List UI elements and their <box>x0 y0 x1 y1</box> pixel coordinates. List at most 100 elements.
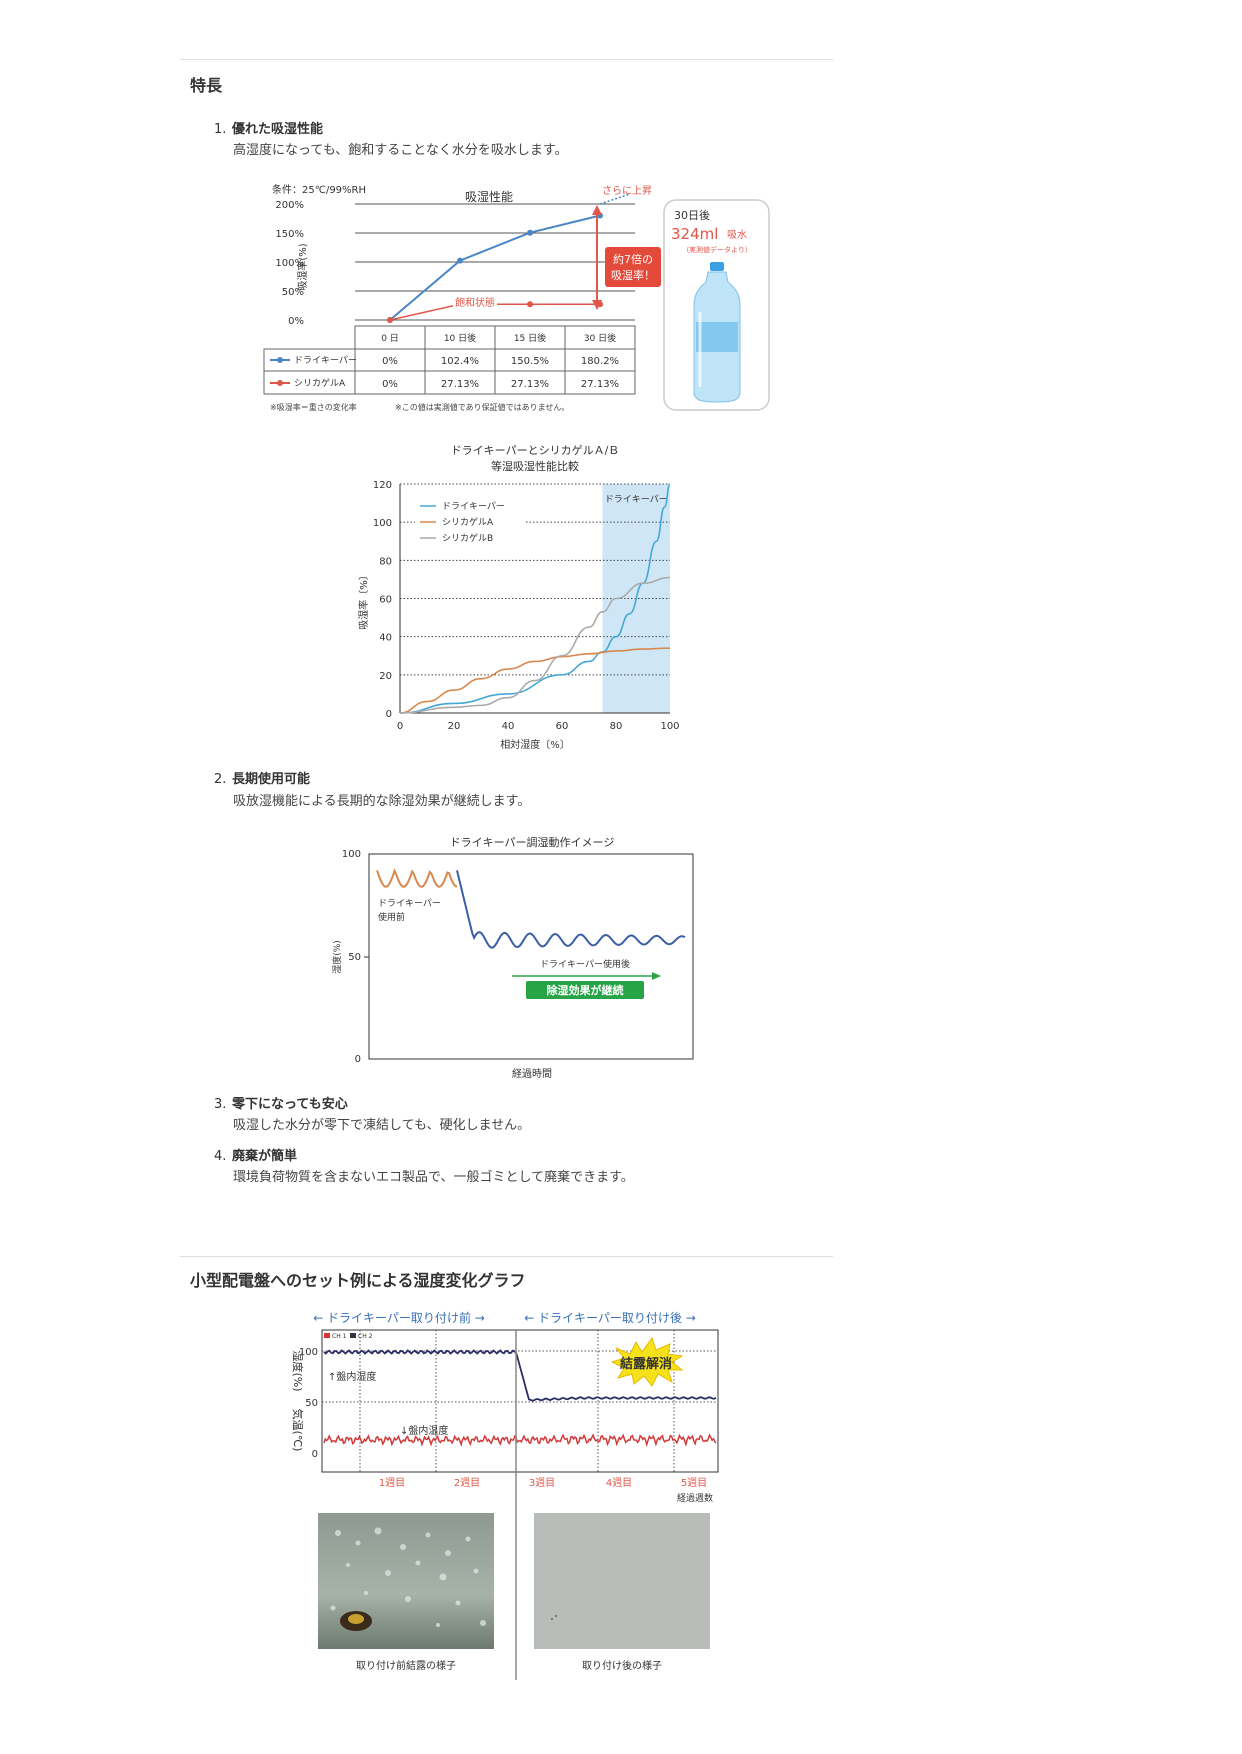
chart4-ylabel-humidity: 湿度(%) <box>291 1350 305 1391</box>
chart1-footnote-1: ※吸湿率＝重さの変化率 <box>270 402 357 412</box>
chart1-xcat: 30 日後 <box>584 332 616 344</box>
chart1-value-label: 0% <box>382 379 398 390</box>
chart3-after-arrow-head <box>652 972 661 980</box>
bottle-unit: 吸水 <box>727 229 747 241</box>
chart1-condition: 条件：25℃/99%RH <box>272 183 366 196</box>
chart1-ratio-arrow-head-down <box>592 300 602 310</box>
chart2-series-dry-keeper <box>399 483 671 714</box>
chart2-ytick: 40 <box>379 633 392 644</box>
chart1-legend-marker <box>277 380 283 386</box>
chart2-legend-silica-b: シリカゲルB <box>442 532 493 544</box>
chart2-ylabel: 吸湿率〔%〕 <box>357 570 370 630</box>
chart2-xtick: 60 <box>556 721 569 732</box>
photo-caption-after: 取り付け後の様子 <box>582 1661 662 1672</box>
chart1-point <box>527 229 533 236</box>
chart4-legend-swatch-ch2 <box>350 1333 356 1338</box>
panel-humidity-change-chart: ← ドライキーパー取り付け前 → ← ドライキーパー取り付け後 → CH 1 C… <box>291 1310 719 1680</box>
chart2-series-silica-b <box>399 576 671 714</box>
bottle-volume: 324ml <box>671 225 718 243</box>
chart2-highlight-label: ドライキーパー <box>605 494 668 505</box>
chart1-rise-label: さらに上昇 <box>602 185 652 197</box>
chart3-after-line <box>456 870 686 949</box>
chart4-xtick: 5週目 <box>681 1477 707 1489</box>
chart4-xtick: 1週目 <box>379 1477 405 1489</box>
chart3-before-line <box>376 868 458 888</box>
chart2-legend-silica-a: シリカゲルA <box>442 516 494 528</box>
chart4-legend-ch2: CH 2 <box>358 1333 373 1340</box>
chart1-footnote-2: ※この値は実測値であり保証値ではありません。 <box>395 402 569 412</box>
chart2-ytick: 100 <box>373 518 392 529</box>
chart3-badge-text: 除湿効果が継続 <box>547 983 624 997</box>
chart1-ytick: 150% <box>275 229 304 240</box>
chart4-temperature-line <box>323 1433 717 1448</box>
chart4-xtick: 2週目 <box>454 1477 480 1489</box>
chart1-ytick: 200% <box>275 200 304 211</box>
chart1-ratio-badge <box>605 247 661 287</box>
chart2-xlabel: 相対湿度〔%〕 <box>500 738 570 751</box>
chart2-title-2: 等湿吸湿性能比較 <box>491 459 579 473</box>
chart4-humidity-line <box>323 1349 717 1402</box>
chart3-xlabel: 経過時間 <box>512 1067 552 1080</box>
chart4-xtick: 4週目 <box>606 1477 632 1489</box>
feature-item-2-desc: 吸放湿機能による長期的な除湿効果が継続します。 <box>233 794 531 809</box>
chart2-xtick: 20 <box>448 721 461 732</box>
photo-caption-before: 取り付け前結露の様子 <box>356 1661 456 1672</box>
photo-condensation-before <box>318 1513 494 1649</box>
chart3-ytick: 100 <box>342 849 361 860</box>
section-divider <box>180 1256 833 1257</box>
chart1-series-dry-keeper-line <box>389 214 601 321</box>
chart4-legend-ch1: CH 1 <box>332 1333 347 1340</box>
chart3-frame <box>368 853 694 1060</box>
chart1-point <box>527 301 533 308</box>
chart2-title-1: ドライキーパーとシリカゲルＡ/Ｂ <box>451 444 620 457</box>
feature-item-2-title: 2.長期使用可能 <box>214 772 311 787</box>
section-divider-top <box>180 59 833 60</box>
chart4-badge-burst <box>610 1336 684 1387</box>
chart1-xcat: 10 日後 <box>444 332 476 344</box>
feature-item-1-title: 1.優れた吸湿性能 <box>214 122 324 137</box>
chart3-before-label-1: ドライキーパー <box>378 898 441 909</box>
chart1-xcat: 15 日後 <box>514 332 546 344</box>
chart1-value-label: 27.13% <box>581 379 619 390</box>
chart4-ytick: 50 <box>305 1398 318 1409</box>
chart1-value-label: 150.5% <box>511 356 549 367</box>
chart1-value-label: 27.13% <box>441 379 479 390</box>
chart4-legend-swatch-ch1 <box>324 1333 330 1338</box>
feature-item-3-title: 3.零下になっても安心 <box>214 1097 348 1112</box>
chart2-xtick: 40 <box>502 721 515 732</box>
chart4-badge-text: 結露解消 <box>620 1356 672 1372</box>
chart1-rise-arrow <box>599 193 631 205</box>
chart2-ytick: 20 <box>379 671 392 682</box>
isothermal-comparison-chart: ドライキーパーとシリカゲルＡ/Ｂ 等湿吸湿性能比較 ドライキーパー 0 20 40 6… <box>357 444 680 751</box>
feature-item-1-desc: 高湿度になっても、飽和することなく水分を吸水します。 <box>233 143 568 158</box>
chart3-ytick: 50 <box>348 952 361 963</box>
chart1-point <box>457 257 463 264</box>
chart1-point <box>387 317 393 323</box>
chart2-ytick: 80 <box>379 556 392 567</box>
chart3-badge <box>526 981 644 999</box>
chart2-ytick: 0 <box>386 709 392 720</box>
photo-after-install <box>534 1513 710 1649</box>
chart4-temp-label: ↓盤内温度 <box>400 1424 448 1437</box>
chart1-saturation-label: 飽和状態 <box>455 296 495 309</box>
chart1-ratio-line2: 吸湿率！ <box>611 268 655 282</box>
chart2-xtick: 100 <box>660 721 679 732</box>
chart1-legend-marker <box>277 357 283 363</box>
chart2-legend-dry-keeper: ドライキーパー <box>442 501 505 512</box>
chart4-header-before: ← ドライキーパー取り付け前 → <box>313 1310 485 1325</box>
chart4-header-after: ← ドライキーパー取り付け後 → <box>524 1311 696 1325</box>
chart1-saturation-bg <box>453 296 497 309</box>
chart1-ytick: 0% <box>288 316 304 327</box>
chart1-legend-silica-a: シリカゲルA <box>294 377 346 389</box>
absorption-performance-chart: 条件：25℃/99%RH 吸湿性能 200% 150% 100% 50% 0% … <box>263 183 770 412</box>
chart3-ylabel: 湿度(%) <box>331 940 343 974</box>
chart4-ylabel-temp: 気温(℃) <box>291 1409 305 1452</box>
water-bottle-icon <box>693 262 741 403</box>
chart2-ytick: 120 <box>373 480 392 491</box>
chart3-title: ドライキーパー調湿動作イメージ <box>450 835 615 849</box>
section-heading-features: 特長 <box>190 76 223 95</box>
chart3-before-label-2: 使用前 <box>378 911 405 923</box>
chart1-ytick: 100% <box>275 258 304 269</box>
feature-item-4-title: 4.廃棄が簡単 <box>214 1149 298 1164</box>
